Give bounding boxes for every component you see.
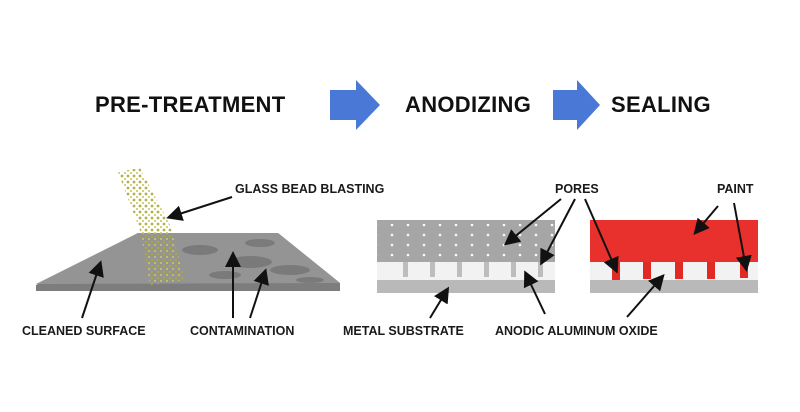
label-metal-substrate: METAL SUBSTRATE (343, 324, 464, 338)
step-title-sealing: SEALING (611, 92, 711, 117)
anodized-block (377, 220, 555, 293)
sealed-block (590, 220, 758, 293)
process-arrow-2 (553, 80, 600, 130)
label-anodic-aluminum-oxide: ANODIC ALUMINUM OXIDE (495, 324, 658, 338)
label-glass-bead-blasting: GLASS BEAD BLASTING (235, 182, 385, 196)
step-title-pretreatment: PRE-TREATMENT (95, 92, 286, 117)
step-title-anodizing: ANODIZING (405, 92, 532, 117)
label-paint: PAINT (717, 182, 754, 196)
pointer-arrows (81, 196, 752, 319)
label-pores: PORES (555, 182, 599, 196)
process-arrow-1 (330, 80, 380, 130)
glass-bead-stream (118, 168, 185, 285)
label-contamination: CONTAMINATION (190, 324, 295, 338)
label-cleaned-surface: CLEANED SURFACE (22, 324, 146, 338)
